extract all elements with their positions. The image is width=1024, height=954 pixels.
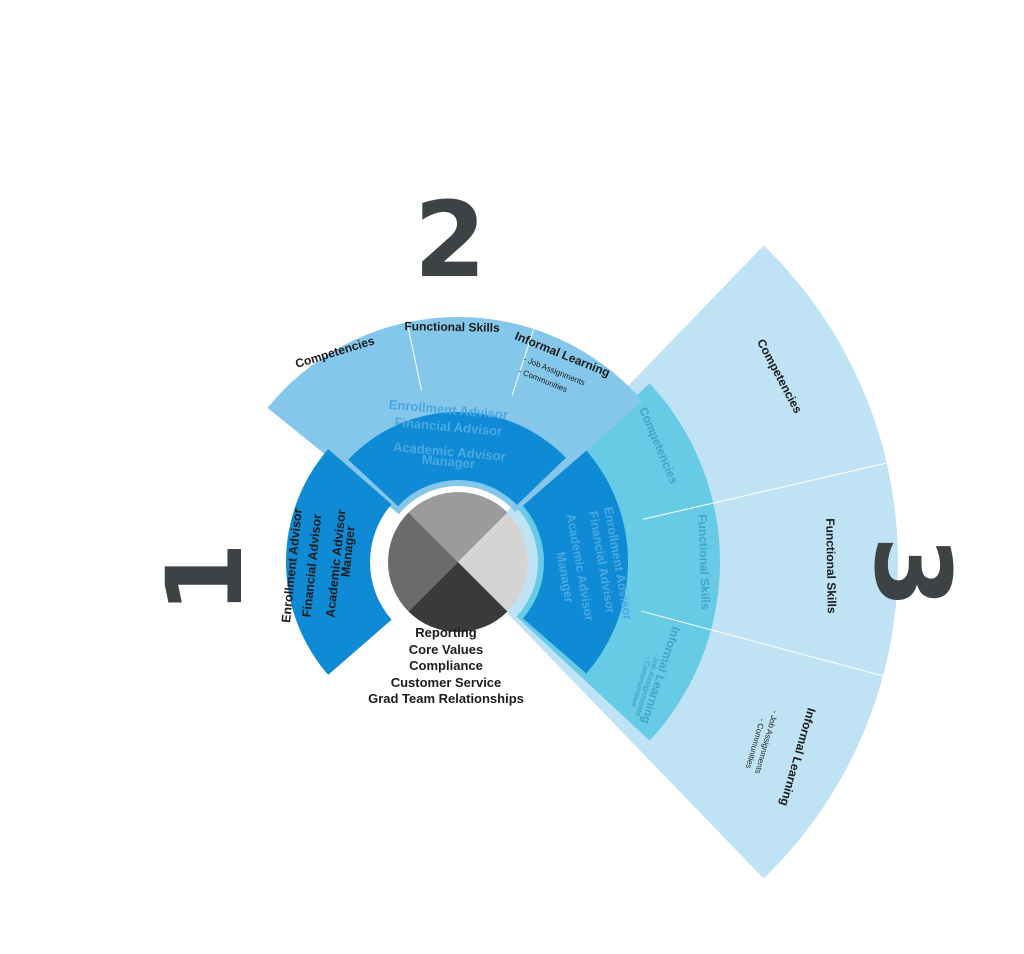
sector-1 — [286, 449, 392, 675]
sector-2-inner-band — [348, 411, 566, 507]
foundation-customer-service: Customer Service — [391, 675, 502, 690]
core-quadrant-bottom — [408, 562, 508, 633]
sector-3 — [506, 245, 898, 879]
sector-1-band — [286, 449, 392, 675]
s3-functional-skills-label: Functional Skills — [823, 518, 839, 614]
sector-2 — [267, 316, 643, 515]
s2-role-manager: Manager — [421, 452, 476, 472]
s2-functional-skills-label: Functional Skills — [404, 319, 500, 335]
core-quadrant-right — [458, 512, 528, 612]
foundation-core-values: Core Values — [409, 642, 483, 657]
s1-role-manager: Manager — [338, 525, 357, 578]
foundation-grad-team: Grad Team Relationships — [368, 691, 524, 706]
core-quadrant-left — [388, 512, 458, 612]
sector-3-divider — [641, 610, 884, 677]
sector-2-divider — [511, 328, 535, 396]
s3-mid-functional-skills-label: Functional Skills — [695, 514, 712, 610]
stage-number-3: 3 — [851, 536, 973, 608]
stage-number-1: 1 — [144, 542, 266, 614]
sector-3-inner-band — [522, 450, 628, 674]
sector-3-divider — [643, 462, 887, 520]
sector-2-divider — [406, 322, 423, 391]
center-core-circle — [388, 492, 528, 633]
core-quadrant-top — [408, 492, 508, 562]
stage-number-2: 2 — [414, 179, 486, 301]
foundation-reporting: Reporting — [415, 625, 476, 640]
foundation-compliance: Compliance — [409, 658, 483, 673]
